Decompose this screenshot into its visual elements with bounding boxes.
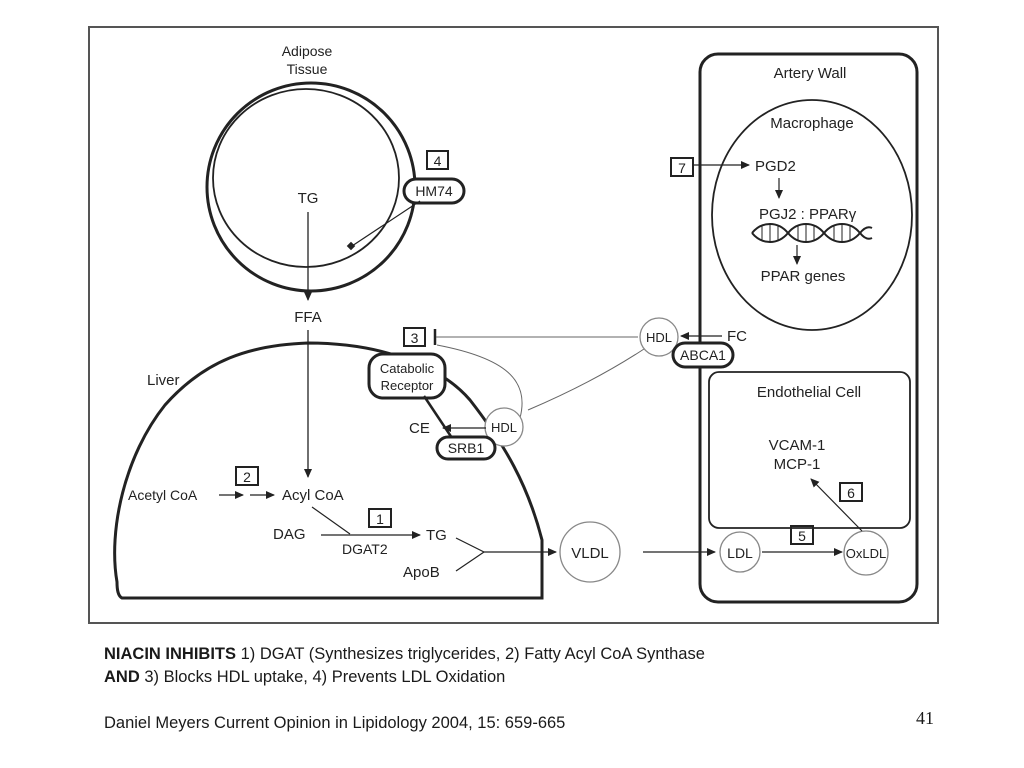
caption-bold-2: AND xyxy=(104,668,140,686)
lipoprotein-flow: VLDL LDL OxLDL 5 xyxy=(559,521,889,583)
artery-wall: Artery Wall Macrophage 7 PGD2 PGJ2 : PPA… xyxy=(639,52,919,604)
hdl-curve-from-artery xyxy=(527,348,645,411)
oxldl-to-vcam-arrow xyxy=(810,478,863,532)
step-4-box xyxy=(426,150,449,170)
ppar-genes-label: PPAR genes xyxy=(761,268,846,285)
niacin-mechanism-diagram: Adipose Tissue TG FFA HM74 4 Liver Catab… xyxy=(88,26,939,624)
step-1-label: 1 xyxy=(376,511,384,527)
srb1-receptor xyxy=(435,435,497,461)
hm74-inhibition-end xyxy=(346,241,356,251)
acetyl-coa-label: Acetyl CoA xyxy=(128,487,198,503)
adipose-tissue: Adipose Tissue TG FFA HM74 4 xyxy=(205,43,466,478)
abca1-label: ABCA1 xyxy=(680,347,726,363)
artery-wall-outline xyxy=(698,52,919,604)
hm74-inhibition-line xyxy=(351,200,421,247)
macrophage-label: Macrophage xyxy=(770,115,853,132)
artery-hdl-label: HDL xyxy=(646,330,672,345)
dag-label: DAG xyxy=(273,526,306,543)
step-1-box xyxy=(368,508,392,528)
macrophage-cell xyxy=(711,99,913,331)
dna-strand-b xyxy=(751,223,873,243)
figure-frame xyxy=(88,26,939,624)
tg-merge-line xyxy=(455,537,485,553)
slide-number: 41 xyxy=(916,708,934,728)
apob-label: ApoB xyxy=(403,564,440,581)
vcam1-label: VCAM-1 xyxy=(769,437,826,454)
artery-wall-label: Artery Wall xyxy=(774,65,847,82)
ce-label: CE xyxy=(409,420,430,437)
adipocyte-outer xyxy=(205,81,417,293)
oxldl-particle xyxy=(843,530,889,576)
step-2-label: 2 xyxy=(243,469,251,485)
mcp1-label: MCP-1 xyxy=(774,456,821,473)
step-4-label: 4 xyxy=(434,153,442,169)
liver: Liver Catabolic Receptor 3 HDL CE SRB1 2… xyxy=(113,327,645,600)
caption-text-2: 3) Blocks HDL uptake, 4) Prevents LDL Ox… xyxy=(139,668,506,686)
dgat2-label: DGAT2 xyxy=(342,541,388,557)
step-6-label: 6 xyxy=(847,485,855,501)
endothelial-label: Endothelial Cell xyxy=(757,384,861,401)
liver-outline xyxy=(113,341,544,600)
catabolic-receptor xyxy=(367,352,447,400)
step-5-label: 5 xyxy=(798,528,806,544)
srb1-label: SRB1 xyxy=(448,440,485,456)
vldl-particle xyxy=(559,521,621,583)
step-7-label: 7 xyxy=(678,160,686,176)
step-6-box xyxy=(839,482,863,502)
hm74-label: HM74 xyxy=(415,183,453,199)
caption-line-2: AND 3) Blocks HDL uptake, 4) Prevents LD… xyxy=(104,667,505,688)
caption-line-1: NIACIN INHIBITS 1) DGAT (Synthesizes tri… xyxy=(104,644,705,665)
endothelial-cell xyxy=(708,371,911,529)
catabolic-receptor-line1: Catabolic xyxy=(380,361,435,376)
step-2-box xyxy=(235,466,259,486)
citation: Daniel Meyers Current Opinion in Lipidol… xyxy=(104,714,566,732)
ldl-particle xyxy=(719,531,761,573)
caption-bold-1: NIACIN INHIBITS xyxy=(104,645,236,663)
adipose-tg-label: TG xyxy=(298,190,319,207)
oxldl-label: OxLDL xyxy=(846,546,886,561)
pgj2-ppar-label: PGJ2 : PPARγ xyxy=(759,206,857,223)
ffa-label: FFA xyxy=(294,309,322,326)
adipocyte-lipid-droplet xyxy=(212,88,400,268)
apob-merge-line xyxy=(455,551,485,572)
acyl-coa-label: Acyl CoA xyxy=(282,487,344,504)
fc-label: FC xyxy=(727,328,747,345)
step-3-label: 3 xyxy=(411,330,419,346)
liver-tg-label: TG xyxy=(426,527,447,544)
adipose-title-line1: Adipose xyxy=(282,43,333,59)
step-7-box xyxy=(670,157,694,177)
pgd2-label: PGD2 xyxy=(755,158,796,175)
caption-text-1: 1) DGAT (Synthesizes triglycerides, 2) F… xyxy=(236,645,705,663)
abca1-transporter xyxy=(671,341,735,369)
catabolic-receptor-line2: Receptor xyxy=(381,378,434,393)
liver-hdl-label: HDL xyxy=(491,420,517,435)
ldl-label: LDL xyxy=(727,545,753,561)
liver-label: Liver xyxy=(147,372,180,389)
hm74-receptor xyxy=(402,177,466,205)
step-3-box xyxy=(403,327,426,347)
acyl-to-dgat-line xyxy=(311,506,351,535)
adipose-title-line2: Tissue xyxy=(287,61,328,77)
vldl-label: VLDL xyxy=(571,545,609,562)
liver-hdl-particle xyxy=(484,407,524,447)
dna-helix-icon xyxy=(751,223,873,243)
hdl-curve-to-liver xyxy=(436,344,523,419)
artery-hdl-particle xyxy=(639,317,679,357)
step-5-box xyxy=(790,525,814,545)
